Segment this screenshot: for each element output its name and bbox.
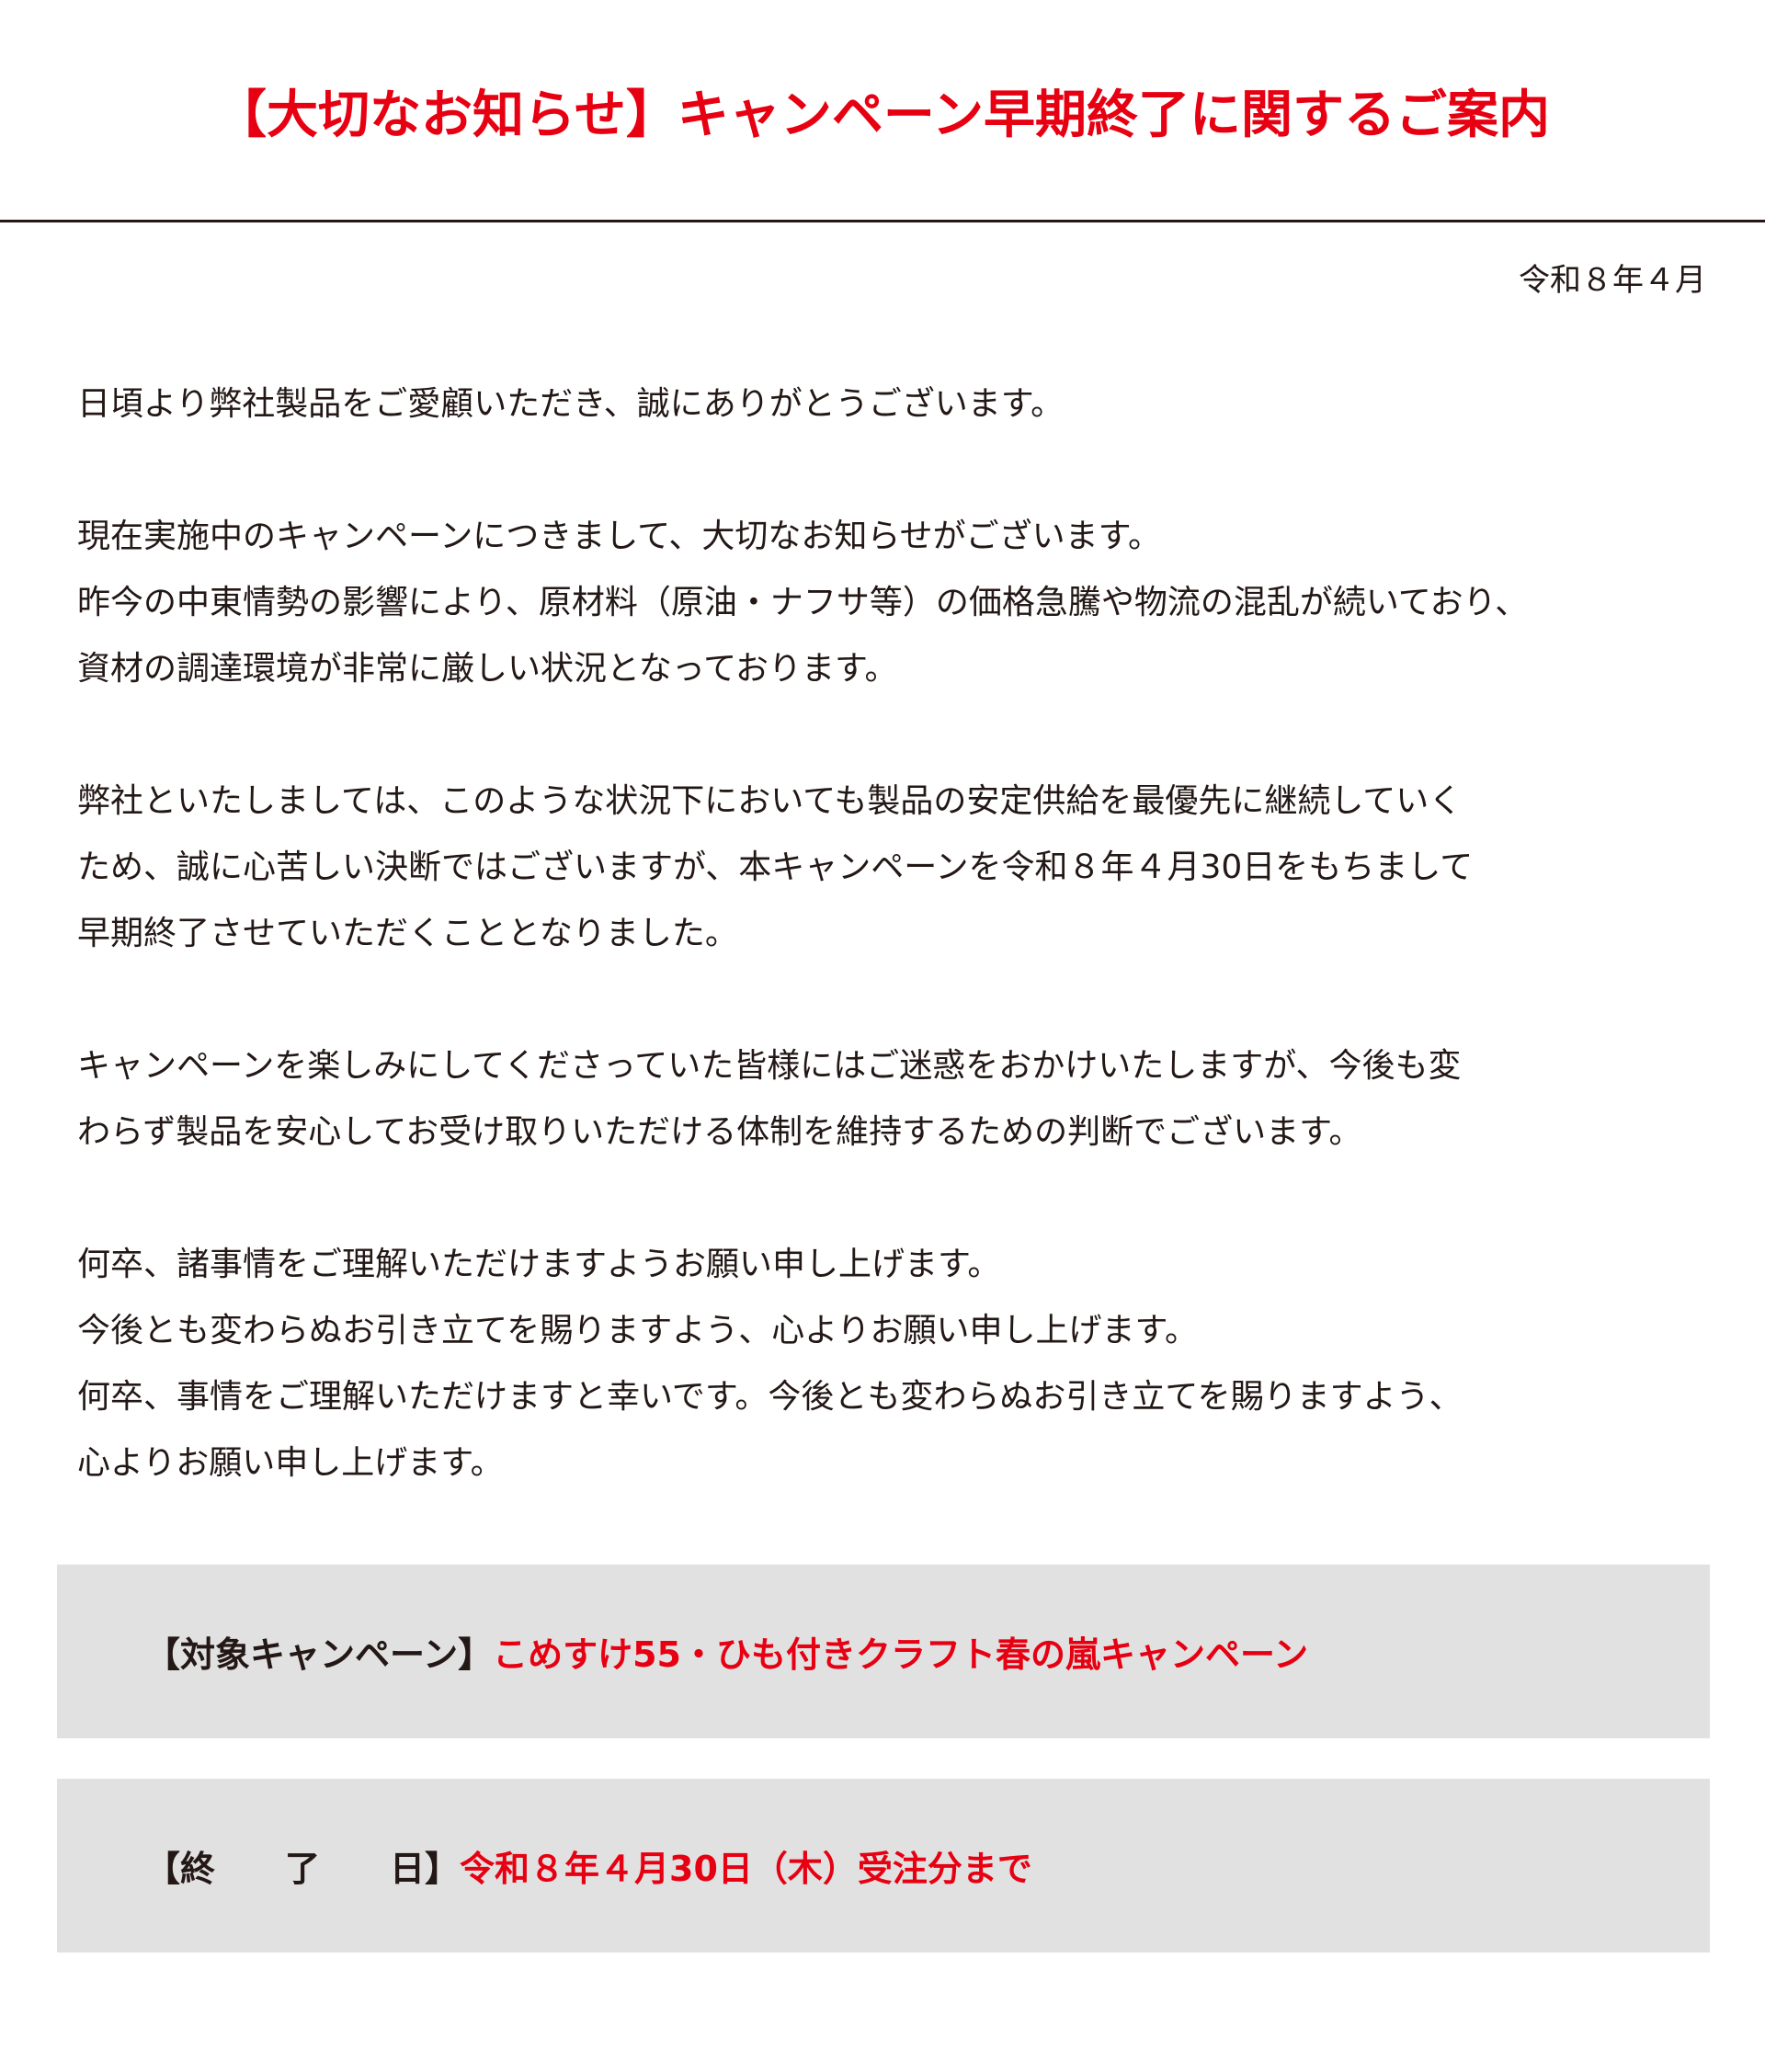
notice-date: 令和８年４月 — [1519, 262, 1706, 299]
paragraph-closing: 何卒、諸事情をご理解いただけますようお願い申し上げます。 今後とも変わらぬお引き… — [77, 1232, 1714, 1497]
text-line: 弊社といたしましては、このような状況下においても製品の安定供給を最優先に継続して… — [77, 782, 1463, 820]
end-date-label: 【終 了 日】 — [145, 1849, 461, 1889]
text-line: 資材の調達環境が非常に厳しい状況となっております。 — [77, 650, 898, 688]
campaign-name: こめすけ55・ひも付きクラフト春の嵐キャンペーン — [493, 1634, 1309, 1675]
text-line: 何卒、諸事情をご理解いただけますようお願い申し上げます。 — [77, 1246, 1001, 1283]
paragraph-situation: 現在実施中のキャンペーンにつきまして、大切なお知らせがございます。 昨今の中東情… — [77, 504, 1714, 702]
text-line: わらず製品を安心してお受け取りいただける体制を維持するための判断でございます。 — [77, 1113, 1362, 1151]
end-date-box: 【終 了 日】令和８年４月30日（木）受注分まで — [57, 1779, 1710, 1952]
end-date-value: 令和８年４月30日（木）受注分まで — [460, 1849, 1032, 1889]
text-line: 心よりお願い申し上げます。 — [77, 1444, 504, 1482]
text-line: 何卒、事情をご理解いただけますと幸いです。今後とも変わらぬお引き立てを賜りますよ… — [77, 1378, 1463, 1416]
divider — [0, 220, 1765, 222]
text-line: ため、誠に心苦しい決断ではございますが、本キャンペーンを令和８年４月30日をもち… — [77, 848, 1474, 886]
text-line: 早期終了させていただくこととなりました。 — [77, 915, 738, 952]
page-title: 【大切なお知らせ】キャンペーン早期終了に関するご案内 — [214, 85, 1551, 145]
text-line: 現在実施中のキャンペーンにつきまして、大切なお知らせがございます。 — [77, 518, 1162, 555]
paragraph-decision: 弊社といたしましては、このような状況下においても製品の安定供給を最優先に継続して… — [77, 768, 1714, 967]
paragraph-greeting: 日頃より弊社製品をご愛顧いただき、誠にありがとうございます。 — [77, 371, 1714, 438]
campaign-label: 【対象キャンペーン】 — [145, 1634, 494, 1675]
paragraph-apology: キャンペーンを楽しみにしてくださっていた皆様にはご迷惑をおかけいたしますが、今後… — [77, 1033, 1714, 1166]
notice-body: 日頃より弊社製品をご愛顧いただき、誠にありがとうございます。 現在実施中のキャン… — [77, 371, 1714, 1563]
campaign-info-box: 【対象キャンペーン】こめすけ55・ひも付きクラフト春の嵐キャンペーン — [57, 1565, 1710, 1738]
text-line: 昨今の中東情勢の影響により、原材料（原油・ナフサ等）の価格急騰や物流の混乱が続い… — [77, 584, 1529, 621]
text-line: 日頃より弊社製品をご愛顧いただき、誠にありがとうございます。 — [77, 385, 1065, 423]
text-line: 今後とも変わらぬお引き立てを賜りますよう、心よりお願い申し上げます。 — [77, 1312, 1198, 1349]
text-line: キャンペーンを楽しみにしてくださっていた皆様にはご迷惑をおかけいたしますが、今後… — [77, 1047, 1462, 1085]
